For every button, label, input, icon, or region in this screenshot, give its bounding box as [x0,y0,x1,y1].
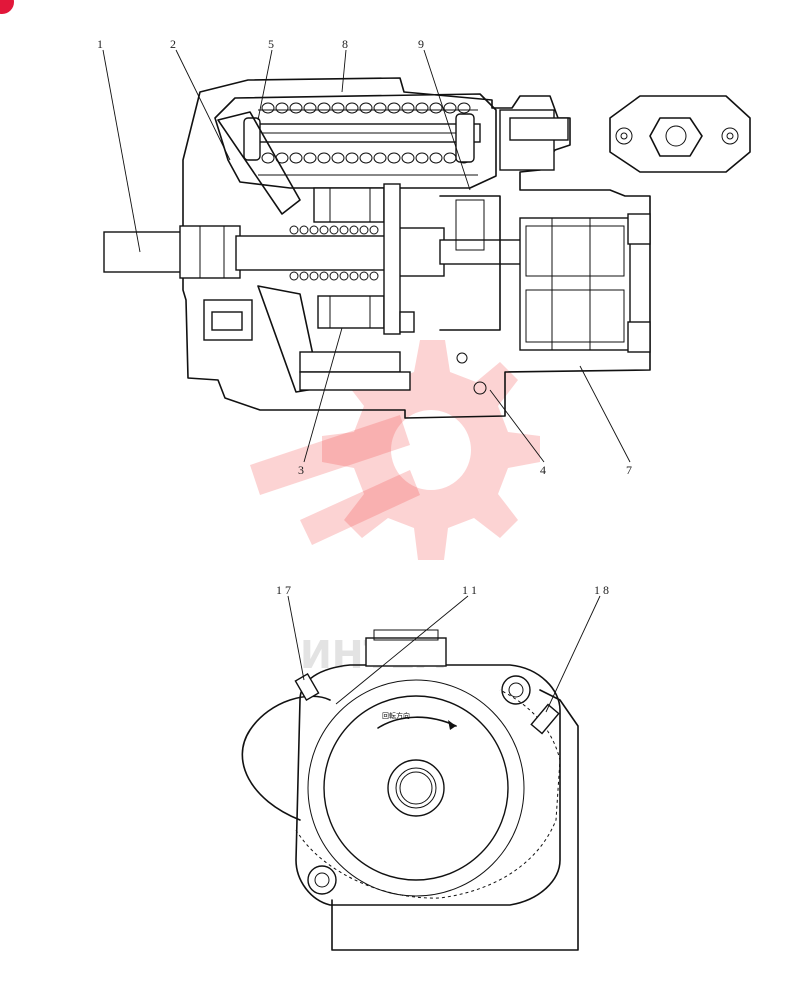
part-label-5: 5 [268,37,274,51]
part-label-3: 3 [298,463,304,477]
part-label-9: 9 [418,37,424,51]
leader-lines-top [102,49,631,463]
part-label-7: 7 [626,463,632,477]
pump-section-view [103,77,751,419]
leader-lines-front [287,595,601,713]
part-label-1: 1 [97,37,103,51]
part-labels-front: 1 7 1 1 1 8 [276,583,609,597]
part-label-2: 2 [170,37,176,51]
part-label-11: 1 1 [462,583,477,597]
part-label-17: 1 7 [276,583,291,597]
part-labels-top: 1 2 5 8 9 3 4 7 [97,37,632,477]
pump-front-view [241,629,579,951]
part-label-4: 4 [540,463,546,477]
part-label-8: 8 [342,37,348,51]
watermark-gear-logo [250,340,540,560]
spring-coils [261,102,471,164]
part-label-18: 1 8 [594,583,609,597]
rotation-direction-label: 回転方向 [382,711,410,720]
